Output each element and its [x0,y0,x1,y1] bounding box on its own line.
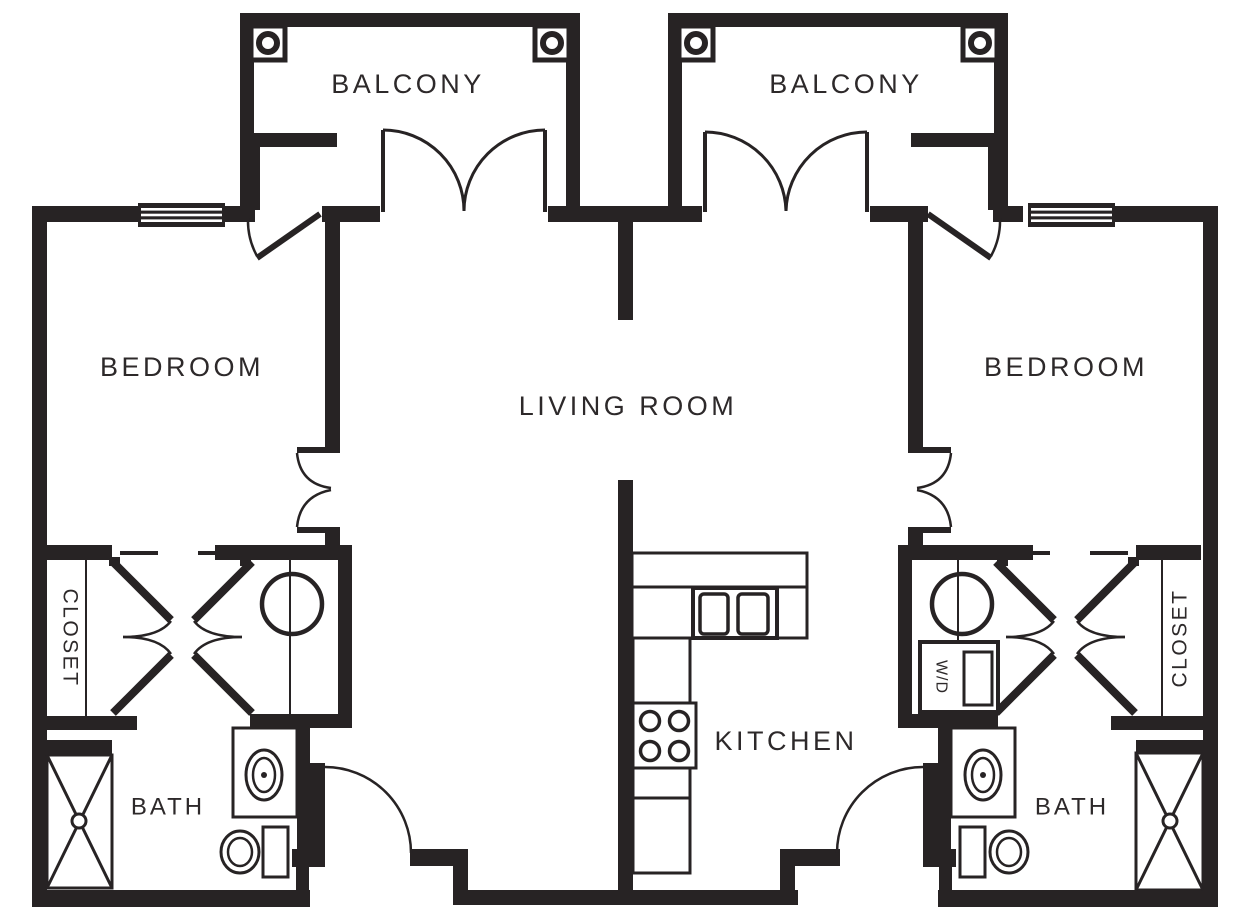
interior-walls [32,222,1218,890]
balcony-right-french-doors [703,130,869,212]
right-utility-doors [993,559,1057,716]
left-utility-fixtures [259,558,325,714]
left-entry-door [324,765,413,854]
washer-dryer-icon [918,640,1000,714]
balcony-right-corner-post-icons [676,23,1000,63]
balcony-left-french-doors [381,128,547,212]
left-toilet-icon [219,825,290,879]
left-bedroom-balcony-door [246,211,322,261]
kitchen-range-icon [631,701,698,770]
living-room-label: LIVING ROOM [519,391,738,421]
bath-right-label: BATH [1035,794,1109,821]
balcony-right-walls [668,13,1008,210]
right-utility-fixtures [918,558,1000,714]
balcony-right-label: BALCONY [769,69,923,99]
closet-right-label: CLOSET [1169,588,1192,687]
left-bedroom-double-doors [295,447,340,533]
right-vanity-sink-icon [949,726,1017,819]
washer-dryer-label: W/D [933,660,950,694]
balcony-left-walls [240,13,580,210]
right-bedroom-balcony-door [926,211,1002,261]
bath-left-label: BATH [131,794,205,821]
balcony-left-corner-post-icons [248,23,572,63]
exterior-walls [32,206,1218,907]
right-bedroom-window-icon [1028,203,1115,227]
room-labels: BALCONY BALCONY BEDROOM BEDROOM LIVING R… [59,69,1192,821]
bedroom-right-label: BEDROOM [984,352,1148,382]
left-closet-doors [110,559,174,716]
left-bedroom-window-icon [138,203,225,227]
bedroom-left-label: BEDROOM [100,352,264,382]
kitchen-double-sink-icon [691,586,779,640]
left-vanity-sink-icon [231,726,299,819]
left-water-heater-icon [259,571,325,637]
right-entry-door [835,765,924,854]
left-utility-doors [191,559,255,716]
kitchen-counter [630,551,809,875]
left-shower-icon [45,753,114,890]
balcony-left-label: BALCONY [331,69,485,99]
right-water-heater-icon [929,571,995,637]
right-toilet-icon [958,825,1030,879]
kitchen-refrigerator-icon [631,766,692,875]
closet-left-label: CLOSET [59,588,82,687]
kitchen-label: KITCHEN [714,726,857,756]
right-bedroom-double-doors [908,447,953,533]
right-shower-icon [1134,751,1205,892]
right-closet-doors [1074,559,1138,716]
